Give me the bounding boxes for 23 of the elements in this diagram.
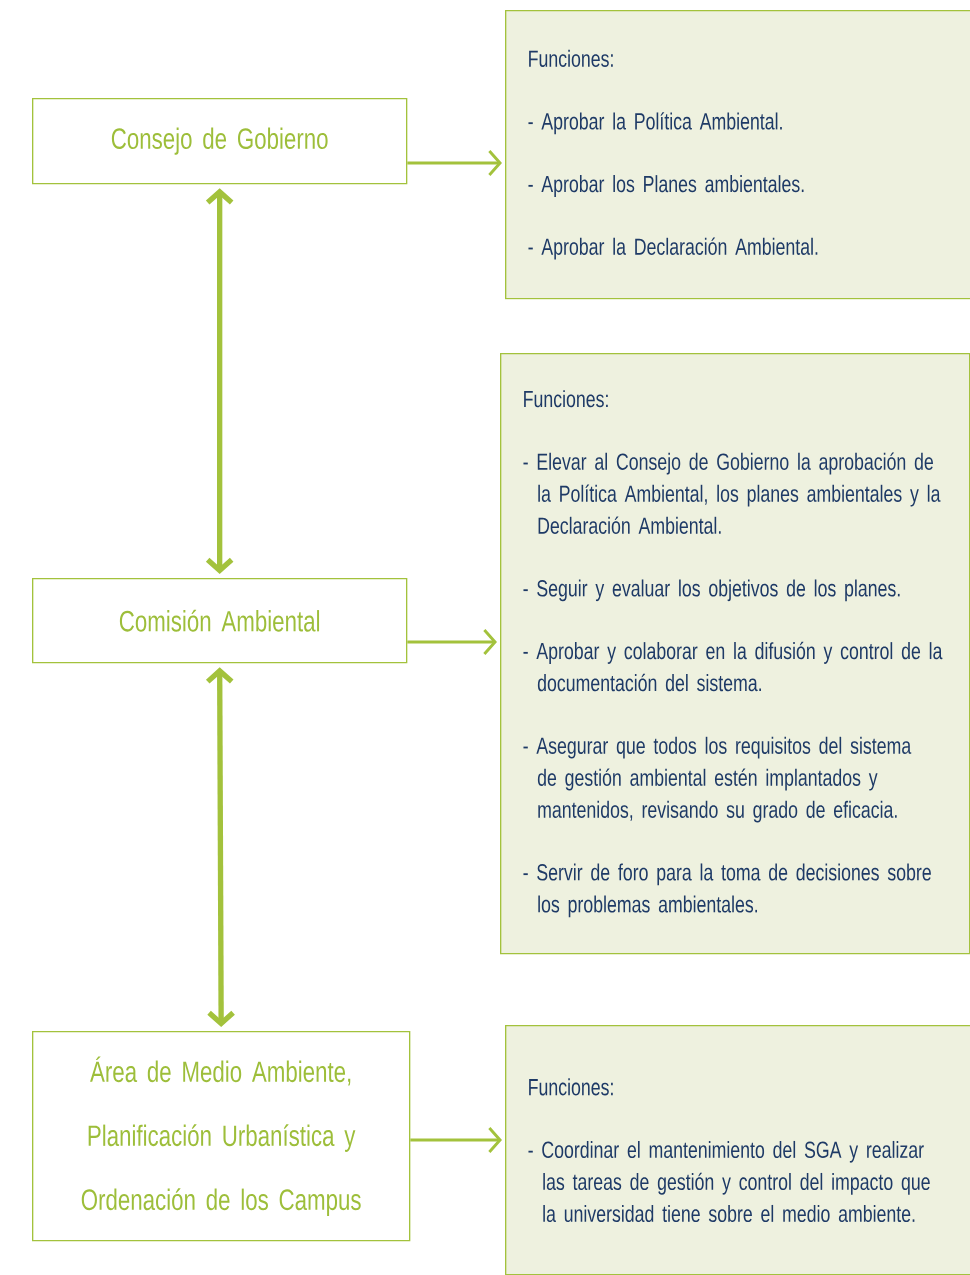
role-box: Área de Medio Ambiente, Planificación Urbanística y Ordenación de los Campus: [32, 1031, 411, 1242]
arrow: [205, 188, 234, 574]
heading: Funciones:: [529, 49, 613, 67]
list-item: - Coordinar el mantenimiento del SGA y realizar las tareas de gestión y control del impacto que la universidad tiene sobre el medio ambiente.: [528, 1140, 930, 1223]
arrow: [407, 629, 497, 655]
arrow: [410, 1127, 502, 1153]
arrow: [407, 150, 502, 176]
list-item: - Servir de foro para la toma de decisiones sobre los problemas ambientales.: [523, 863, 931, 918]
list-item: - Aprobar la Política Ambiental.: [528, 112, 782, 135]
list-item: - Aprobar la Declaración Ambiental.: [528, 237, 818, 260]
list-item: - Aprobar los Planes ambientales.: [528, 175, 804, 197]
list-item: - Elevar al Consejo de Gobierno la aprobación de la Política Ambiental, los planes ambientales y la Declaración Ambiental.: [523, 452, 941, 534]
function-box: [505, 1025, 970, 1275]
heading: Funciones:: [524, 390, 608, 408]
heading: Funciones:: [529, 1078, 613, 1096]
function-box: [505, 10, 970, 300]
list-item: - Asegurar que todos los requisitos del sistema de gestión ambiental estén implantados y mantenidos, revisando su grado de eficacia.: [523, 736, 912, 823]
list-item: - Aprobar y colaborar en la difusión y control de la documentación del sistema.: [523, 641, 943, 692]
arrow: [205, 667, 235, 1027]
list-item: - Seguir y evaluar los objetivos de los planes.: [523, 579, 900, 602]
function-box: [500, 353, 970, 955]
role-box: Consejo de Gobierno: [32, 98, 408, 185]
role-box: Comisión Ambiental: [32, 578, 408, 664]
